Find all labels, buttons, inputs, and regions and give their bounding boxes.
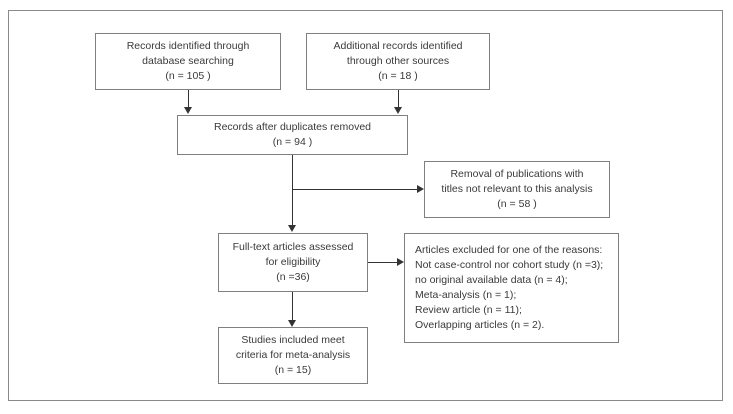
node-text-line: database searching [142,55,234,67]
connector-duplicates-to-fulltext [292,155,293,225]
node-text-line: Studies included meet [241,334,345,346]
arrow-database-to-duplicates [184,107,192,114]
node-text-line: Full-text articles assessed [232,241,354,253]
arrow-fulltext-to-excluded [397,258,404,266]
connector-database-to-duplicates [188,90,189,108]
node-count-line: (n = 94 ) [272,136,313,148]
node-text-line: through other sources [346,55,450,67]
node-removal-of-publications: Removal of publications with titles not … [424,161,610,218]
excluded-reason-item: no original available data (n = 4); [415,274,568,286]
node-text-line: criteria for meta-analysis [235,349,351,361]
node-text-line: Removal of publications with [450,168,584,180]
node-count-line: (n = 105 ) [165,70,211,82]
node-text-line: Additional records identified [333,40,463,52]
excluded-heading: Articles excluded for one of the reasons… [415,244,603,256]
node-studies-included: Studies included meet criteria for meta-… [218,327,368,384]
connector-spine-to-removal [292,189,417,190]
arrow-spine-to-removal [417,185,424,193]
arrow-fulltext-to-studies [288,320,296,327]
excluded-reason-item: Meta-analysis (n = 1); [415,289,517,301]
excluded-reason-item: Review article (n = 11); [415,304,522,316]
node-count-line: (n = 15) [274,364,312,376]
connector-other-sources-to-duplicates [398,90,399,108]
node-text-line: Records after duplicates removed [214,121,371,133]
connector-fulltext-to-studies [292,292,293,320]
node-articles-excluded-reasons: Articles excluded for one of the reasons… [404,233,619,343]
node-records-after-duplicates-removed: Records after duplicates removed (n = 94… [177,115,408,155]
node-count-line: (n = 58 ) [497,198,537,210]
node-records-identified-database: Records identified through database sear… [95,33,281,90]
node-text-line: Records identified through [126,40,250,52]
connector-fulltext-to-excluded [368,262,397,263]
figure-outer-frame [8,10,723,401]
arrow-other-sources-to-duplicates [394,107,402,114]
node-count-line: (n =36) [276,271,310,283]
arrow-duplicates-to-fulltext [288,225,296,232]
excluded-reason-item: Overlapping articles (n = 2). [415,319,545,331]
excluded-reason-item: Not case-control nor cohort study (n =3)… [415,259,604,271]
node-text-line: for eligibility [265,256,321,268]
node-count-line: (n = 18 ) [378,70,418,82]
node-additional-records-other-sources: Additional records identified through ot… [306,33,490,90]
node-full-text-articles-assessed: Full-text articles assessed for eligibil… [218,233,368,292]
node-text-line: titles not relevant to this analysis [441,183,593,195]
